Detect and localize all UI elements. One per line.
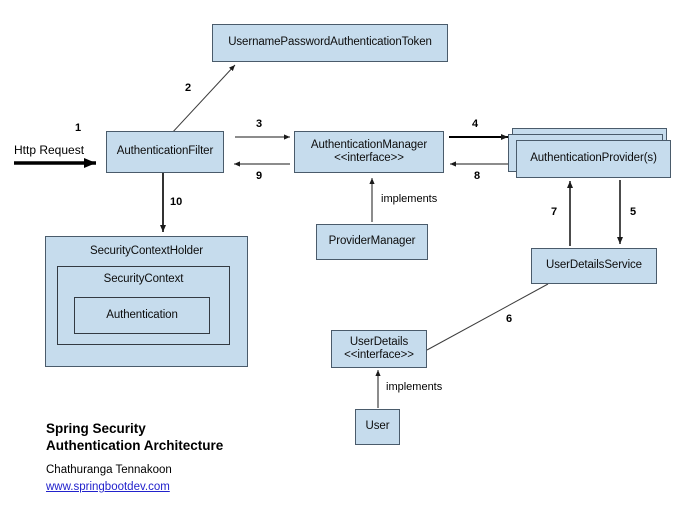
page-title: Spring Security Authentication Architect… (46, 421, 224, 453)
node-label: ProviderManager (328, 235, 416, 248)
node-user-details-service[interactable]: UserDetailsService (531, 248, 657, 284)
edge-label-6: 6 (506, 313, 513, 325)
edge-label-10: 10 (170, 196, 183, 208)
node-security-context[interactable]: SecurityContext (57, 266, 230, 345)
node-authentication-manager[interactable]: AuthenticationManager <<interface>> (294, 131, 444, 173)
http-request-label: Http Request (14, 143, 85, 157)
edge-label-7: 7 (551, 206, 558, 218)
edge-label-5: 5 (630, 206, 637, 218)
edge-label-implements-provider-manager: implements (381, 193, 438, 205)
node-authentication-filter[interactable]: AuthenticationFilter (106, 131, 224, 173)
node-label: UserDetailsService (546, 259, 642, 272)
edge-label-1: 1 (75, 122, 82, 134)
title-block: Spring Security Authentication Architect… (46, 420, 306, 495)
edge-step-6 (426, 283, 549, 351)
edge-label-4: 4 (472, 118, 479, 130)
node-label: AuthenticationFilter (116, 145, 214, 158)
node-label: AuthenticationProvider(s) (530, 152, 657, 165)
node-label: SecurityContextHolder (90, 245, 203, 257)
node-user-details[interactable]: UserDetails <<interface>> (331, 330, 427, 368)
author-name: Chathuranga Tennakoon (46, 464, 172, 476)
edge-label-3: 3 (256, 118, 263, 130)
edge-label-2: 2 (185, 82, 192, 94)
node-label: UserDetails <<interface>> (344, 335, 414, 362)
node-authentication[interactable]: Authentication (74, 297, 210, 334)
edge-step-2 (170, 64, 236, 135)
node-label: Authentication (106, 308, 178, 321)
node-label: UsernamePasswordAuthenticationToken (228, 36, 432, 49)
node-label: User (365, 420, 390, 433)
edge-label-implements-user: implements (386, 381, 443, 393)
edge-label-8: 8 (474, 170, 481, 182)
node-provider-manager[interactable]: ProviderManager (316, 224, 428, 260)
node-authentication-provider[interactable]: AuthenticationProvider(s) (516, 140, 671, 178)
node-user[interactable]: User (355, 409, 400, 445)
edge-label-9: 9 (256, 170, 263, 182)
author-website-link[interactable]: www.springbootdev.com (46, 481, 170, 493)
node-label: AuthenticationManager <<interface>> (310, 138, 428, 165)
node-username-password-authentication-token[interactable]: UsernamePasswordAuthenticationToken (212, 24, 448, 62)
node-security-context-holder[interactable]: SecurityContextHolder (45, 236, 248, 367)
node-label: SecurityContext (103, 273, 184, 285)
